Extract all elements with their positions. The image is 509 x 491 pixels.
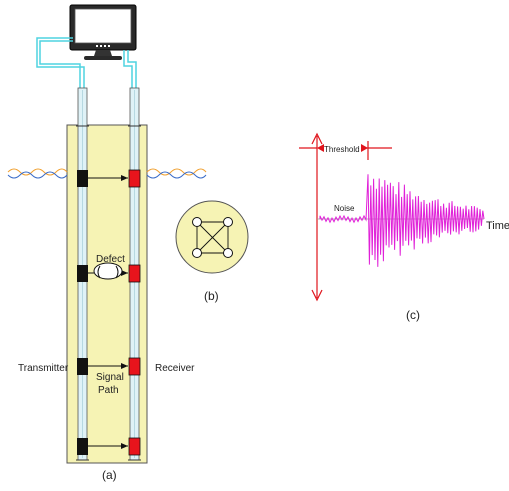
noise-label: Noise [334,204,355,213]
defect-void [93,262,123,280]
threshold-label: Threshold [324,145,360,154]
panel-c-label: (c) [406,308,420,322]
ground-surface [7,168,207,179]
time-axis-label: Time [486,220,509,232]
signal-cables [36,37,137,88]
signal-path-label-line2: Path [98,385,119,396]
signal-path-label-line1: Signal [96,372,124,383]
transmitter-probes [77,170,88,455]
signal-waveform [319,174,485,267]
pile-cross-section [175,200,249,274]
defect-label: Defect [96,254,125,265]
signal-path-arrows [88,175,128,449]
receiver-probes [128,169,141,456]
threshold-marker [299,132,392,302]
panel-b-label: (b) [204,289,219,303]
computer-monitor-icon [69,4,137,60]
transmitter-label: Transmitter [18,363,69,374]
receiver-label: Receiver [155,363,195,374]
panel-a-label: (a) [102,468,117,482]
